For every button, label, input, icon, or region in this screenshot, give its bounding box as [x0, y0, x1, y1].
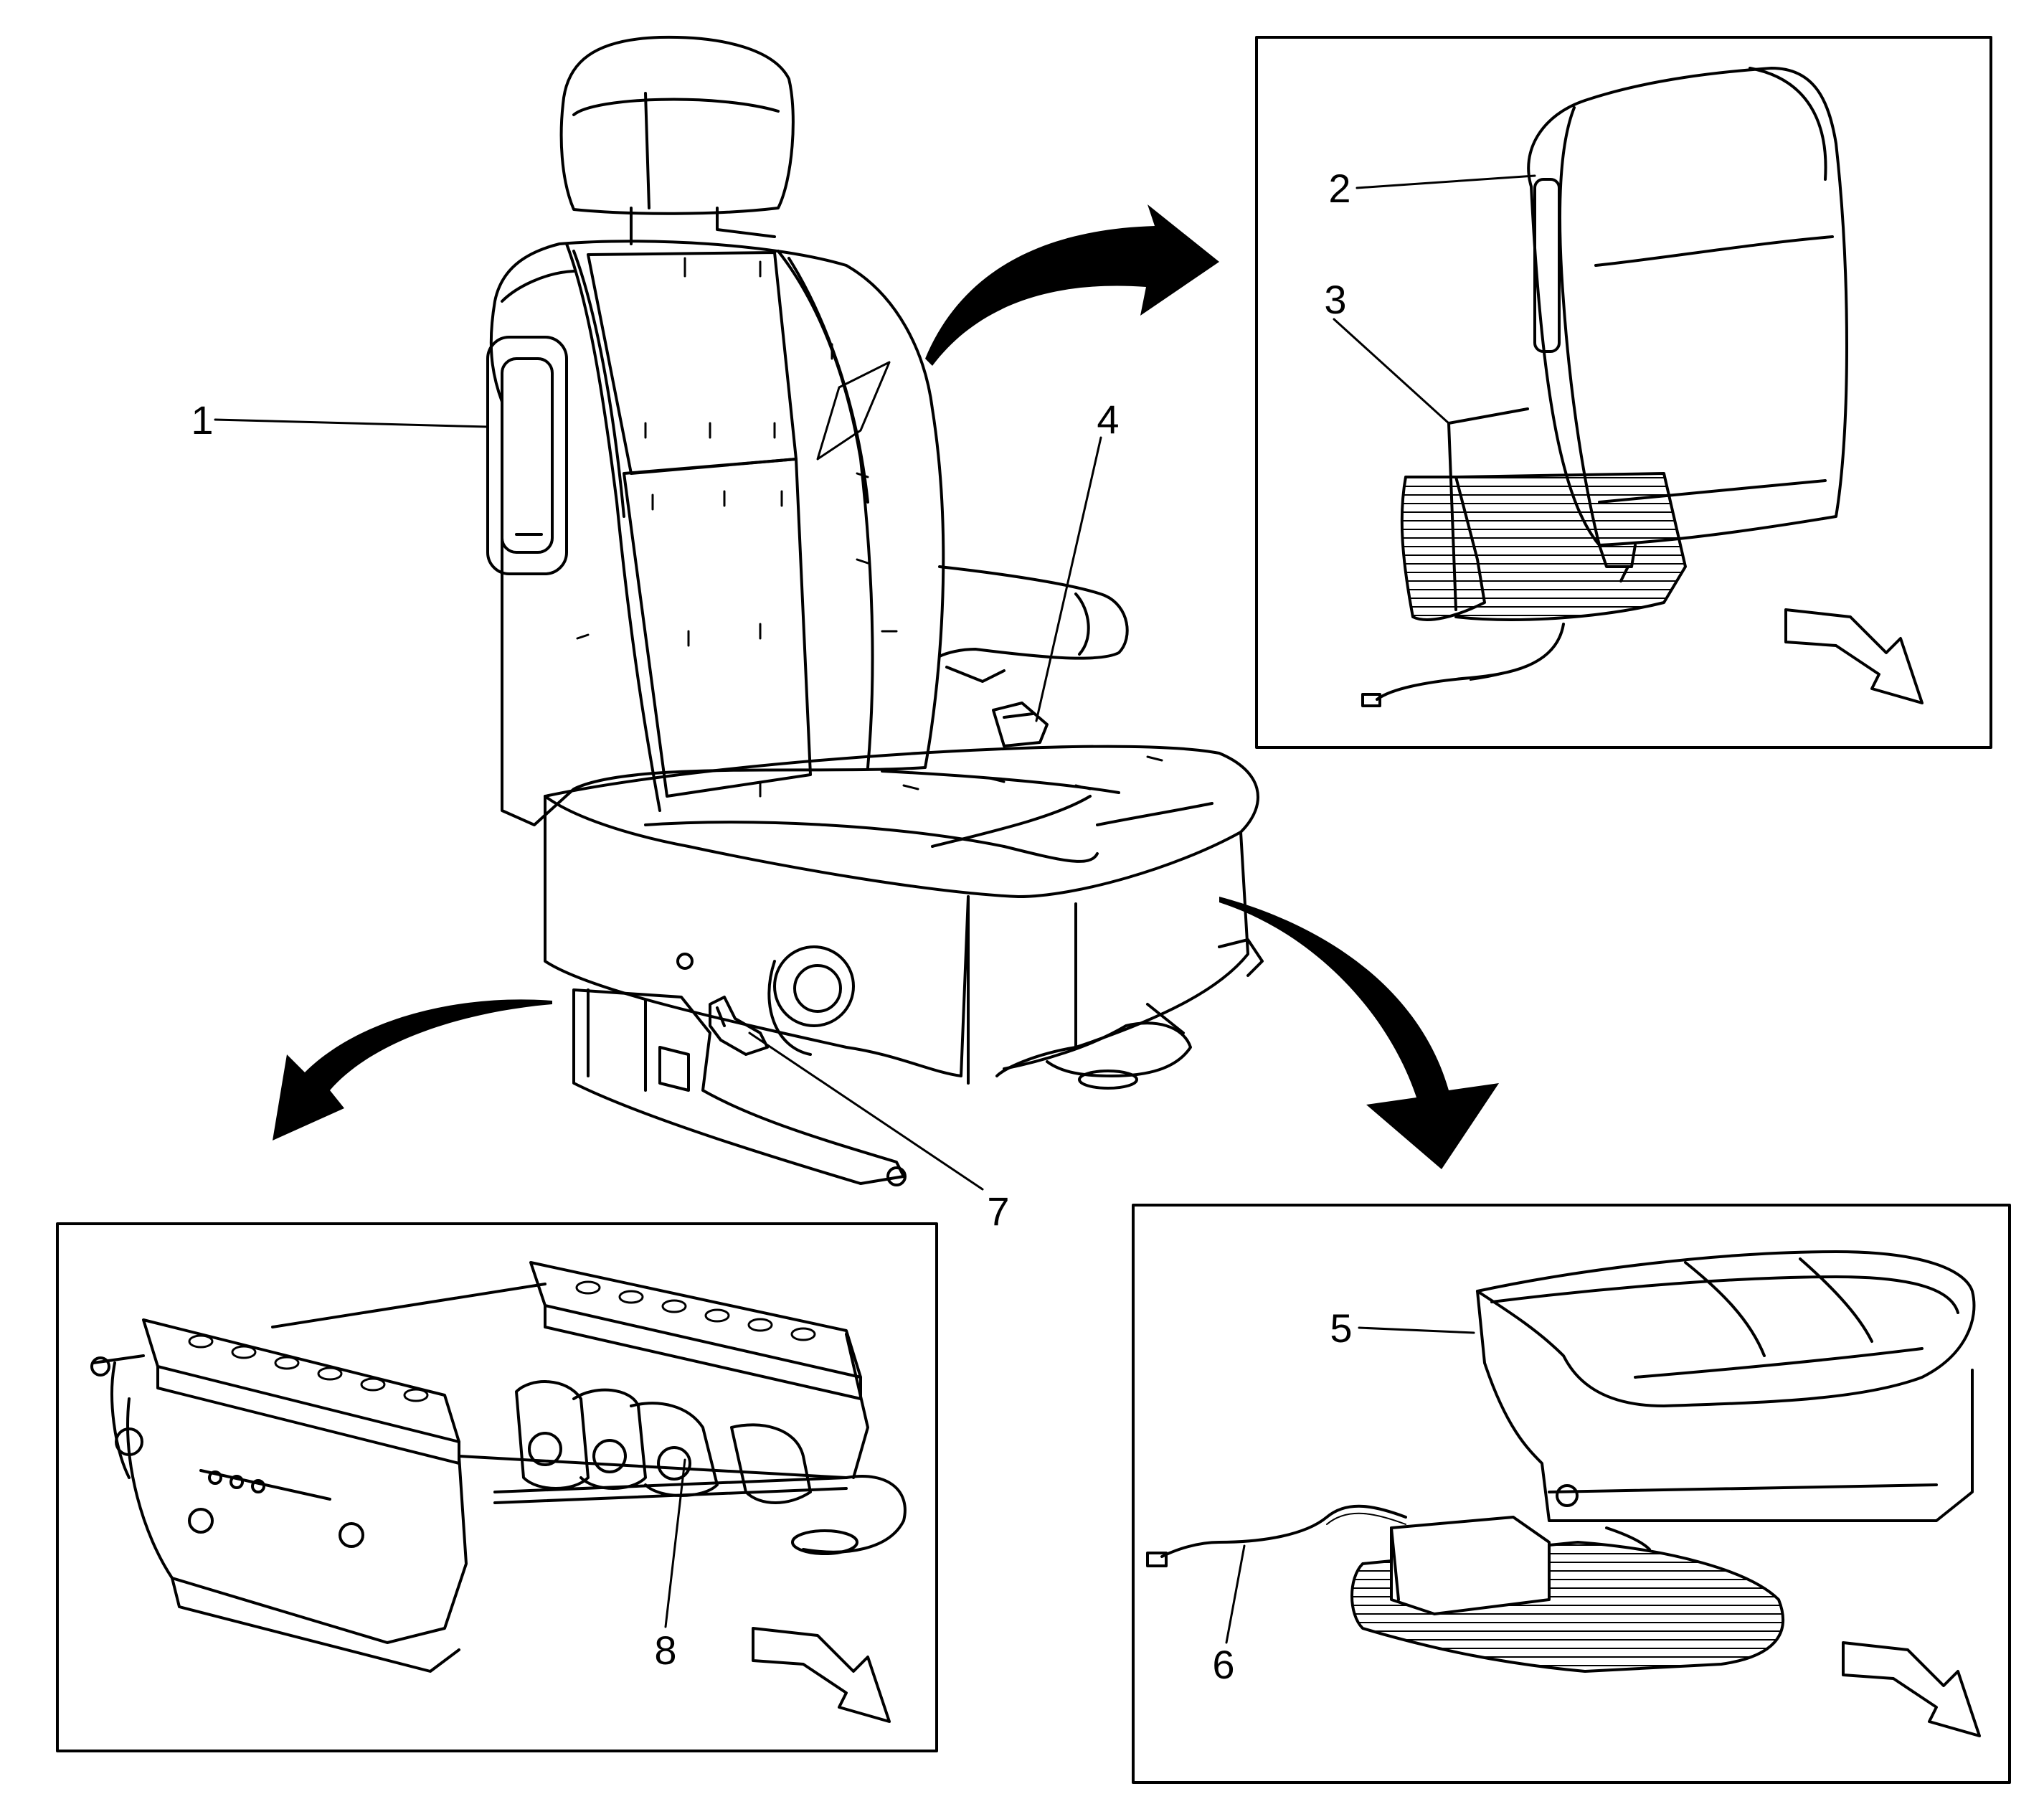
seat-cushion-cover-illustration: [1146, 1250, 1976, 1673]
front-arrow-icon-1: [1784, 608, 1924, 704]
front-arrow-icons: [752, 608, 1981, 1737]
callout-1: 1: [191, 397, 213, 443]
callout-8: 8: [654, 1628, 676, 1673]
side-airbag-module: [486, 336, 568, 575]
callout-4: 4: [1097, 397, 1119, 442]
front-arrow-icon-3: [1842, 1641, 1981, 1737]
seat-riser: [572, 938, 1264, 1186]
seatback-cover-illustration: [1361, 67, 1848, 707]
inset-frame-cushion: [1132, 1204, 2011, 1784]
callout-labels: 1 2 3 4 5 6 7 8: [191, 166, 1352, 1687]
seat-assembly-illustration: [486, 35, 1264, 1186]
callout-5: 5: [1330, 1306, 1352, 1351]
direction-arrows: [273, 204, 1499, 1169]
recline-release-handle: [709, 996, 769, 1056]
headrest: [559, 35, 795, 245]
arrow-to-seatback: [925, 204, 1219, 366]
callout-6: 6: [1212, 1642, 1234, 1687]
front-arrow-icon-2: [752, 1627, 891, 1723]
callout-leaders: [214, 174, 1536, 1644]
inset-frame-adjuster: [56, 1222, 938, 1752]
callout-2: 2: [1328, 166, 1350, 211]
callout-7: 7: [987, 1189, 1009, 1234]
arrow-to-adjuster: [273, 999, 552, 1141]
seatback: [486, 240, 945, 826]
inset-frame-seatback: [1255, 36, 1992, 749]
seat-adjuster-illustration: [90, 1261, 907, 1673]
arrow-to-cushion: [1219, 897, 1499, 1169]
callout-3: 3: [1324, 277, 1346, 322]
armrest: [938, 565, 1129, 683]
seat-belt-buckle: [992, 702, 1049, 747]
